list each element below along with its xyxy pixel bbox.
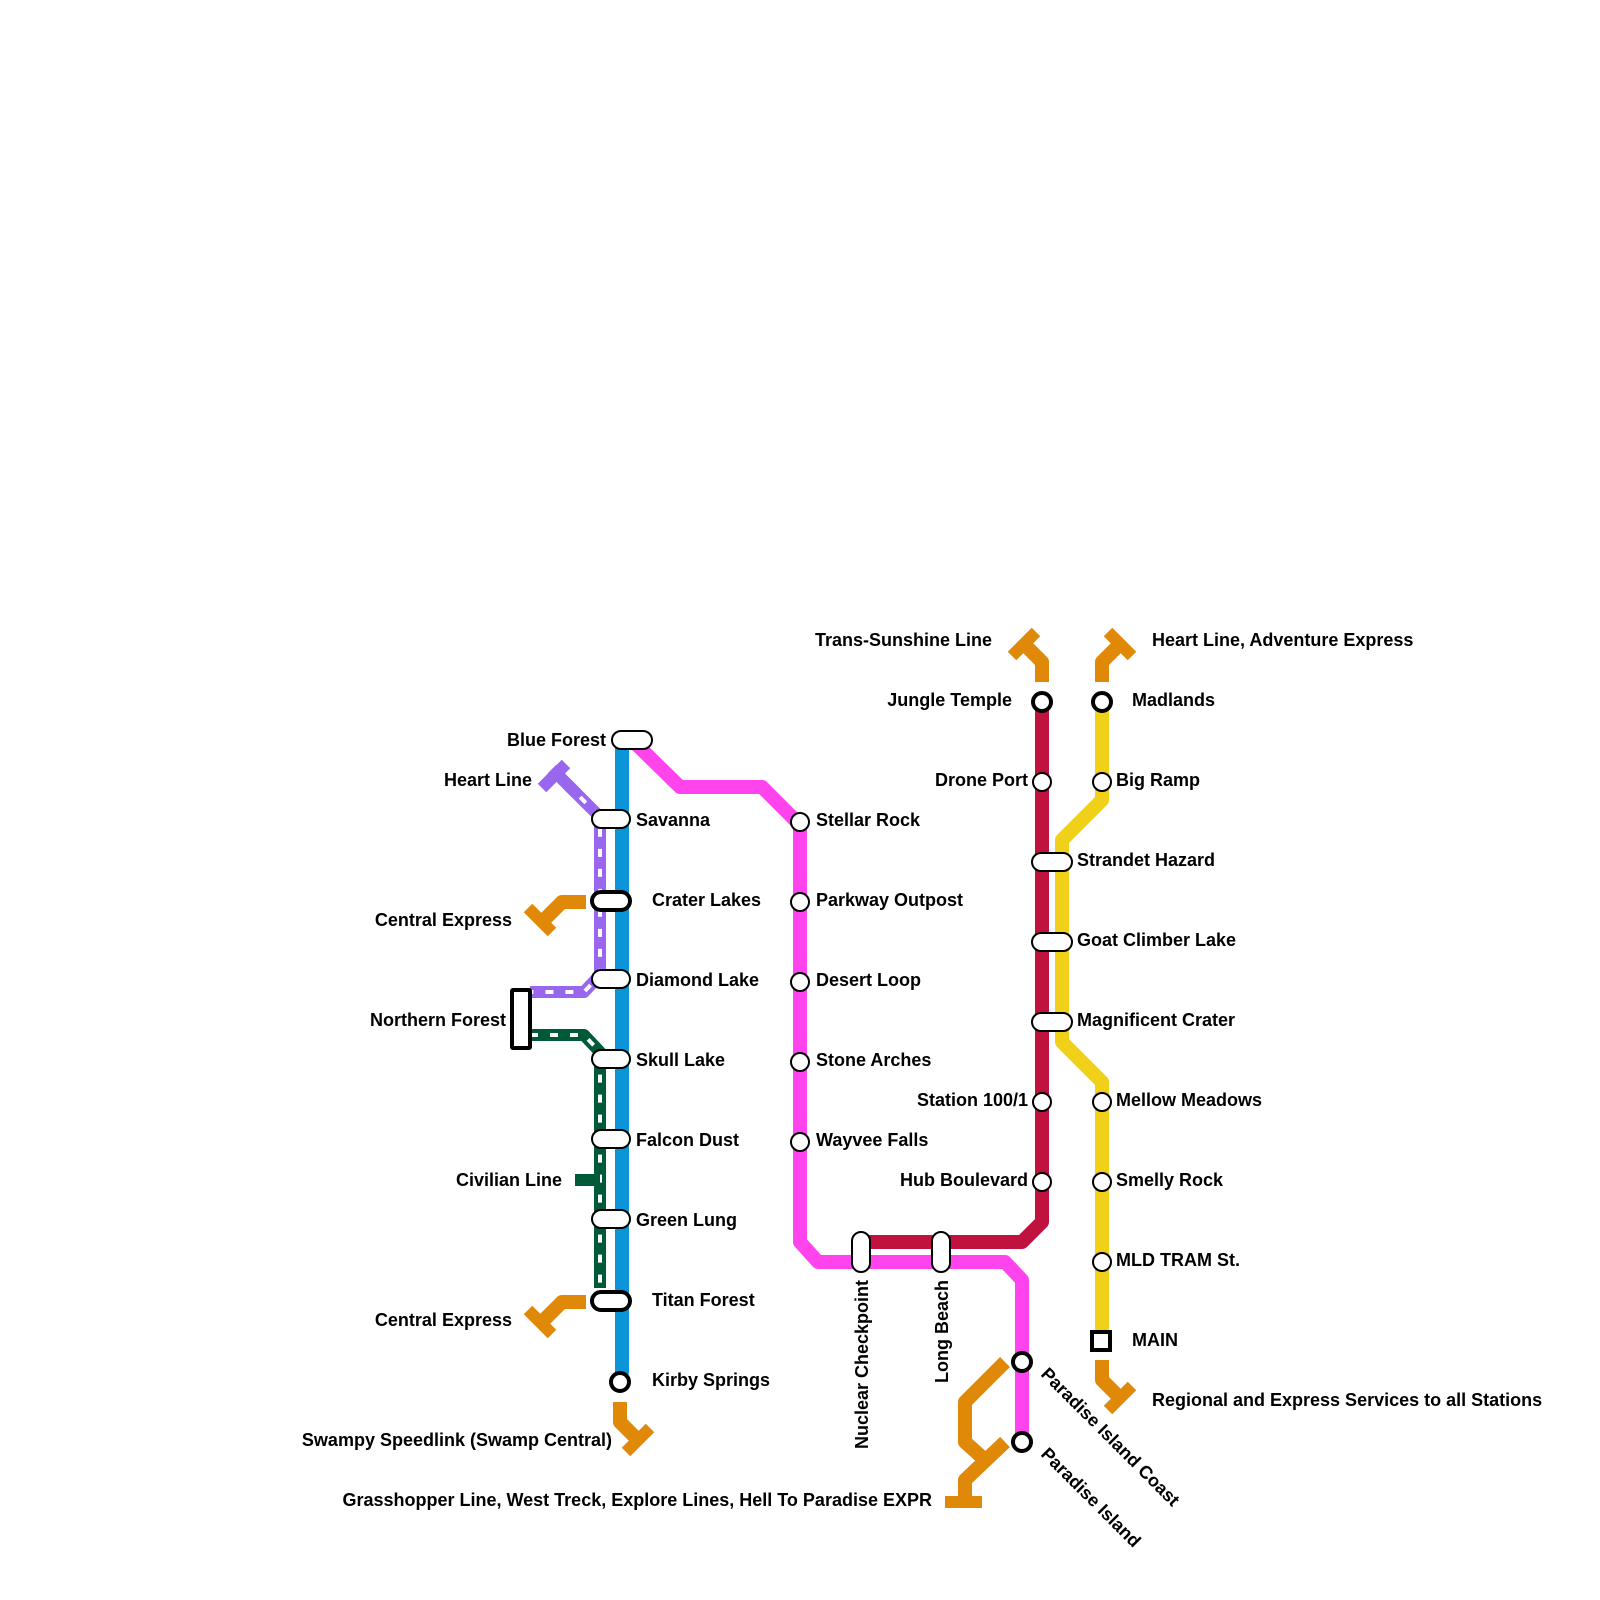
label-stone-arches: Stone Arches: [816, 1050, 931, 1070]
label-central-express-2: Central Express: [375, 1310, 512, 1330]
station-smelly-rock[interactable]: [1092, 1172, 1112, 1192]
station-goat-climber-lake[interactable]: [1031, 932, 1073, 952]
station-stellar-rock[interactable]: [790, 812, 810, 832]
station-station-100-1[interactable]: [1032, 1092, 1052, 1112]
label-station-100-1: Station 100/1: [917, 1090, 1028, 1110]
yellow-line-stations: [1090, 691, 1113, 1352]
label-titan-forest: Titan Forest: [652, 1290, 755, 1310]
label-grasshopper: Grasshopper Line, West Treck, Explore Li…: [342, 1490, 932, 1510]
transfer-connectors: [523, 627, 1137, 1508]
station-diamond-lake[interactable]: [591, 969, 631, 989]
station-blue-forest[interactable]: [611, 730, 653, 750]
station-labels: Blue Forest Savanna Crater Lakes Diamond…: [370, 690, 1262, 1551]
label-civilian-line: Civilian Line: [456, 1170, 562, 1190]
label-stellar-rock: Stellar Rock: [816, 810, 921, 830]
heart-adventure-connector: [1095, 639, 1125, 682]
swampy-speedlink-arrow: [621, 1423, 655, 1457]
station-mld-tram-st[interactable]: [1092, 1252, 1112, 1272]
regional-express-connector: [1095, 1360, 1125, 1403]
station-strandet-hazard[interactable]: [1031, 852, 1073, 872]
station-jungle-temple[interactable]: [1031, 691, 1053, 713]
label-goat-climber-lake: Goat Climber Lake: [1077, 930, 1236, 950]
station-desert-loop[interactable]: [790, 972, 810, 992]
station-savanna[interactable]: [591, 809, 631, 829]
crimson-line-stations: [1031, 691, 1073, 1192]
central-express-2-arrow: [523, 1305, 557, 1339]
station-long-beach[interactable]: [931, 1231, 951, 1273]
label-madlands: Madlands: [1132, 690, 1215, 710]
label-green-lung: Green Lung: [636, 1210, 737, 1230]
station-nuclear-checkpoint[interactable]: [851, 1231, 871, 1273]
magenta-line-stations: [790, 812, 1033, 1453]
label-heart-adventure: Heart Line, Adventure Express: [1152, 630, 1413, 650]
label-nuclear-checkpoint: Nuclear Checkpoint: [852, 1280, 872, 1449]
blue-line-stations: [510, 730, 653, 1393]
trans-sunshine-connector: [1019, 639, 1049, 682]
label-skull-lake: Skull Lake: [636, 1050, 725, 1070]
heart-adventure-arrow: [1103, 627, 1137, 661]
label-falcon-dust: Falcon Dust: [636, 1130, 739, 1150]
station-kirby-springs[interactable]: [609, 1371, 631, 1393]
station-hub-boulevard[interactable]: [1032, 1172, 1052, 1192]
regional-express-arrow: [1103, 1381, 1137, 1415]
station-titan-forest[interactable]: [590, 1290, 632, 1312]
label-wayvee-falls: Wayvee Falls: [816, 1130, 928, 1150]
label-regional-express: Regional and Express Services to all Sta…: [1152, 1390, 1542, 1410]
station-madlands[interactable]: [1091, 691, 1113, 713]
station-green-lung[interactable]: [591, 1209, 631, 1229]
central-express-1-connector: [539, 895, 586, 925]
station-stone-arches[interactable]: [790, 1052, 810, 1072]
central-express-2-connector: [539, 1295, 586, 1325]
label-diamond-lake: Diamond Lake: [636, 970, 759, 990]
label-strandet-hazard: Strandet Hazard: [1077, 850, 1215, 870]
label-magnificent-crater: Magnificent Crater: [1077, 1010, 1235, 1030]
swampy-speedlink-connector: [613, 1402, 643, 1445]
station-paradise-island[interactable]: [1011, 1431, 1033, 1453]
trans-sunshine-arrow: [1007, 627, 1041, 661]
label-kirby-springs: Kirby Springs: [652, 1370, 770, 1390]
connection-labels: Heart Line Central Express Civilian Line…: [302, 630, 1542, 1510]
label-main: MAIN: [1132, 1330, 1178, 1350]
grasshopper-connector: [958, 1357, 1010, 1500]
label-central-express-1: Central Express: [375, 910, 512, 930]
station-falcon-dust[interactable]: [591, 1129, 631, 1149]
station-crater-lakes[interactable]: [590, 890, 632, 912]
station-paradise-island-coast[interactable]: [1011, 1351, 1033, 1373]
station-parkway-outpost[interactable]: [790, 892, 810, 912]
magenta-line: [625, 733, 1029, 1452]
station-drone-port[interactable]: [1032, 772, 1052, 792]
station-northern-forest[interactable]: [510, 988, 532, 1050]
label-hub-boulevard: Hub Boulevard: [900, 1170, 1028, 1190]
label-desert-loop: Desert Loop: [816, 970, 921, 990]
label-smelly-rock: Smelly Rock: [1116, 1170, 1224, 1190]
label-drone-port: Drone Port: [935, 770, 1028, 790]
station-magnificent-crater[interactable]: [1031, 1012, 1073, 1032]
label-trans-sunshine: Trans-Sunshine Line: [815, 630, 992, 650]
station-mellow-meadows[interactable]: [1092, 1092, 1112, 1112]
label-parkway-outpost: Parkway Outpost: [816, 890, 963, 910]
station-skull-lake[interactable]: [591, 1049, 631, 1069]
station-main[interactable]: [1090, 1330, 1112, 1352]
label-blue-forest: Blue Forest: [507, 730, 606, 750]
label-long-beach: Long Beach: [932, 1280, 952, 1383]
label-mellow-meadows: Mellow Meadows: [1116, 1090, 1262, 1110]
station-wayvee-falls[interactable]: [790, 1132, 810, 1152]
label-savanna: Savanna: [636, 810, 711, 830]
label-crater-lakes: Crater Lakes: [652, 890, 761, 910]
label-heart-line: Heart Line: [444, 770, 532, 790]
dark-green-line: [530, 1029, 606, 1288]
label-swampy-speedlink: Swampy Speedlink (Swamp Central): [302, 1430, 612, 1450]
label-big-ramp: Big Ramp: [1116, 770, 1200, 790]
label-mld-tram-st: MLD TRAM St.: [1116, 1250, 1240, 1270]
station-big-ramp[interactable]: [1092, 772, 1112, 792]
purple-line: [530, 759, 606, 998]
label-northern-forest: Northern Forest: [370, 1010, 506, 1030]
central-express-1-arrow: [523, 903, 557, 937]
label-jungle-temple: Jungle Temple: [887, 690, 1012, 710]
